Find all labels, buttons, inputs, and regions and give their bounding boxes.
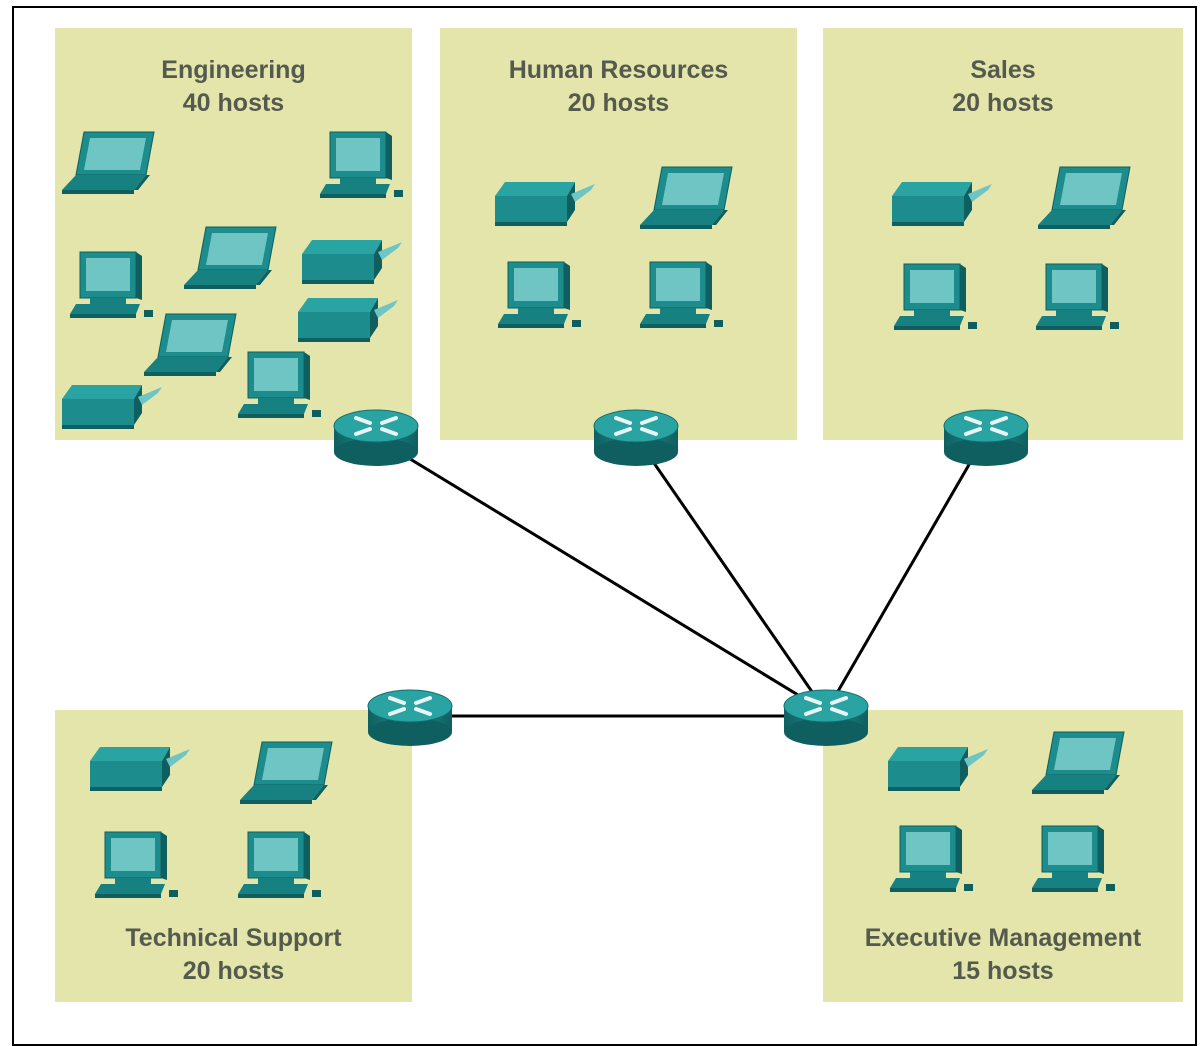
laptop-icon xyxy=(183,226,277,290)
printer-icon xyxy=(888,747,988,791)
zone-technical-support-hosts: 20 hosts xyxy=(182,957,285,985)
desktop-icon xyxy=(237,351,322,419)
laptop-icon xyxy=(1031,731,1125,795)
desktop-icon xyxy=(69,251,154,319)
zone-sales-hosts: 20 hosts xyxy=(952,89,1054,117)
desktop-icon xyxy=(237,831,322,899)
zone-executive-management: Executive Management 15 hosts xyxy=(823,710,1183,1002)
router-icon xyxy=(782,688,870,748)
link-hr-core xyxy=(634,436,828,713)
desktop-icon xyxy=(639,261,724,329)
router-icon xyxy=(332,408,420,468)
desktop-icon xyxy=(1031,825,1116,893)
network-diagram xyxy=(61,131,1131,899)
zone-executive-management-hosts: 15 hosts xyxy=(952,957,1054,985)
printer-icon xyxy=(298,298,398,342)
zone-technical-support-name: Technical Support xyxy=(125,924,342,952)
desktop-icon xyxy=(889,825,974,893)
laptop-icon xyxy=(639,166,733,230)
laptop-icon xyxy=(239,741,333,805)
desktop-icon xyxy=(497,261,582,329)
desktop-icon xyxy=(94,831,179,899)
printer-icon xyxy=(90,747,190,791)
laptop-icon xyxy=(143,313,237,377)
zone-executive-management-name: Executive Management xyxy=(864,924,1142,952)
laptop-icon xyxy=(61,131,155,195)
zone-hr: Human Resources 20 hosts xyxy=(440,28,797,440)
zone-engineering-hosts: 40 hosts xyxy=(182,89,285,117)
zone-sales: Sales 20 hosts xyxy=(823,28,1183,440)
router-icon xyxy=(592,408,680,468)
printer-icon xyxy=(495,182,595,226)
router-icon xyxy=(942,408,1030,468)
zone-hr-name: Human Resources xyxy=(508,56,729,84)
zone-engineering-name: Engineering xyxy=(161,56,306,84)
desktop-icon xyxy=(319,131,404,199)
desktop-icon xyxy=(1035,263,1120,331)
zone-sales-name: Sales xyxy=(970,56,1036,84)
zone-hr-hosts: 20 hosts xyxy=(567,89,670,117)
desktop-icon xyxy=(893,263,978,331)
link-engineering-core xyxy=(373,435,827,714)
printer-icon xyxy=(892,182,992,226)
laptop-icon xyxy=(1037,166,1131,230)
router-icon xyxy=(366,688,454,748)
zone-engineering: Engineering 40 hosts xyxy=(55,28,412,440)
printer-icon xyxy=(62,385,162,429)
link-sales-core xyxy=(824,436,987,713)
printer-icon xyxy=(302,240,402,284)
